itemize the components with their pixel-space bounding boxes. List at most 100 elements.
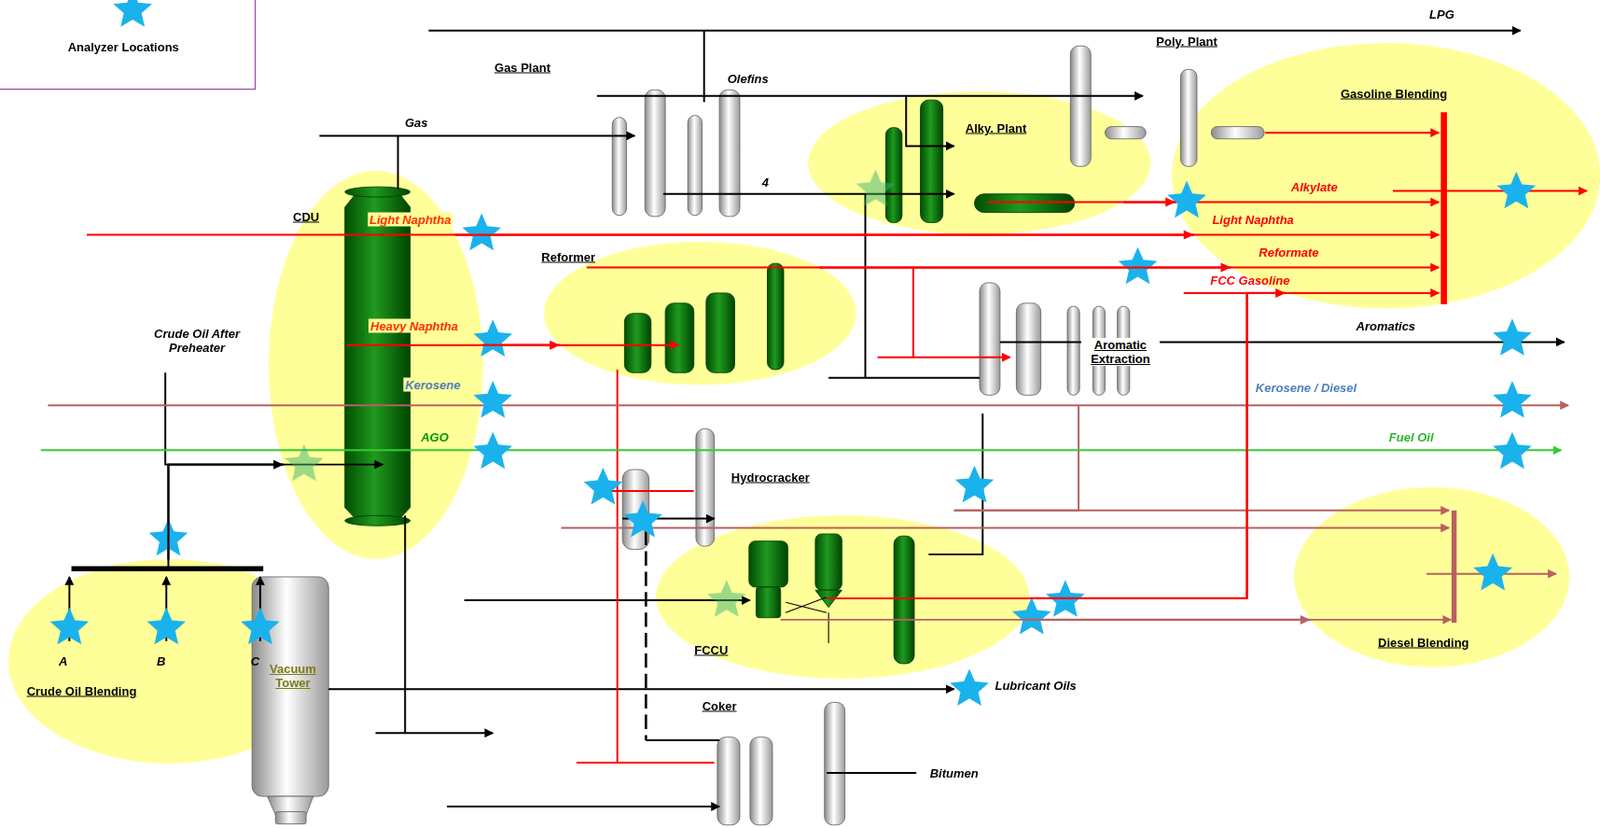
- vessel: [612, 117, 627, 216]
- analyzer-star: [1118, 247, 1158, 285]
- stream-label: Gas: [404, 115, 429, 130]
- stream-label: Poly. Plant: [1155, 33, 1218, 48]
- region-outline: [1171, 42, 1600, 308]
- vessel: [1067, 306, 1080, 395]
- stream-label: Reformate: [1258, 245, 1319, 260]
- stream-label: Light Naphtha: [367, 212, 453, 227]
- legend-box: Analyzer Locations: [0, 0, 256, 90]
- vessel: [1180, 69, 1197, 167]
- stream-line: [1265, 131, 1439, 134]
- region-outline: [543, 241, 857, 385]
- stream-line: [41, 448, 1562, 451]
- connector-line: [168, 464, 285, 560]
- analyzer-star: [1492, 318, 1532, 356]
- connector-line: [1022, 618, 1311, 621]
- region-ellipse: [807, 91, 1152, 235]
- stream-label: LPG: [1429, 7, 1455, 22]
- stream-line: [428, 29, 1520, 32]
- region-outline: [807, 91, 1152, 235]
- region-ellipse: [543, 241, 857, 385]
- unit-region: Alky. Plant: [807, 91, 1152, 235]
- legend-text: Analyzer Locations: [68, 40, 180, 55]
- unit-label: Alky. Plant: [965, 120, 1028, 135]
- vessel: [893, 535, 915, 664]
- stream-connector: [455, 230, 1195, 240]
- unit-label: Crude Oil Blending: [27, 683, 138, 698]
- stream-line: [1451, 510, 1457, 623]
- stream-line: [1440, 111, 1447, 305]
- analyzer-star: [461, 213, 501, 251]
- unit-region: CDU: [268, 170, 484, 559]
- unit-label: Diesel Blending: [1377, 634, 1470, 649]
- vessel: [885, 127, 903, 223]
- stream-label: Coker: [702, 697, 738, 712]
- stream-label: Bitumen: [930, 765, 979, 780]
- unit-region: FCCU: [655, 514, 1030, 679]
- unit-region: Diesel Blending: [1293, 486, 1570, 668]
- stream-line: [41, 448, 1562, 451]
- stream-line: [864, 194, 867, 378]
- analyzer-star: [623, 500, 663, 538]
- vessel: [345, 186, 411, 197]
- stream-line: [954, 509, 1449, 512]
- stream-line: [446, 805, 720, 807]
- stream-label: Alkylate: [1291, 180, 1338, 195]
- region-ellipse: [655, 514, 1030, 679]
- stream-line: [347, 344, 679, 347]
- analyzer-star: [1492, 431, 1532, 470]
- stream-label: Heavy Naphtha: [368, 318, 460, 333]
- arrow-head: [1165, 197, 1176, 208]
- vessel: [687, 115, 702, 216]
- stream-label: Aromatic Extraction: [1081, 337, 1160, 366]
- vessel: [665, 303, 695, 373]
- connector-line: [455, 234, 1195, 237]
- vessel: [251, 45, 1265, 825]
- region-ellipse: [1293, 486, 1570, 668]
- stream-label: Kerosene / Diesel: [1255, 379, 1357, 394]
- vessel: [815, 533, 842, 590]
- stream-line: [375, 731, 494, 734]
- stream-label: FCC Gasoline: [1210, 272, 1290, 287]
- connector-line: [1029, 292, 1287, 599]
- region-outline: [8, 558, 329, 764]
- vessel: [750, 737, 773, 825]
- stream-line: [397, 135, 400, 189]
- analyzer-star: [112, 0, 153, 28]
- stream-line: [586, 266, 1439, 269]
- stream-connector: [1029, 288, 1287, 599]
- stream-label: Vacuum Tower: [264, 661, 321, 690]
- unit-label: CDU: [292, 208, 320, 223]
- stream-line: [319, 134, 635, 137]
- stream-line: [987, 201, 1439, 204]
- stream-label: Gas Plant: [494, 60, 551, 75]
- vessel: [749, 541, 789, 587]
- stream-line: [328, 687, 954, 690]
- analyzer-star: [584, 467, 624, 505]
- stream-line: [954, 404, 1079, 511]
- analyzer-star: [1492, 380, 1532, 418]
- stream-line: [86, 234, 1439, 237]
- stream-connector: [168, 459, 285, 560]
- stream-line: [780, 618, 1452, 621]
- unit-label: Gasoline Blending: [1340, 85, 1447, 100]
- vessel: [755, 586, 780, 618]
- stream-label: A: [58, 653, 68, 668]
- region-ellipse: [1171, 42, 1600, 308]
- vessel: [920, 99, 944, 223]
- stream-label: B: [156, 653, 166, 668]
- region-ellipse: [268, 170, 484, 559]
- vessel: [706, 292, 736, 373]
- stream-line: [645, 738, 720, 741]
- unit-region: Gasoline Blending: [1171, 42, 1600, 308]
- stream-line: [1392, 190, 1587, 193]
- stream-label: Crude Oil After Preheater: [144, 326, 250, 355]
- region-outline: [268, 170, 484, 559]
- arrow-head: [273, 459, 284, 470]
- vessel: [717, 737, 740, 825]
- vessel: [979, 282, 1001, 395]
- stream-label: Olefins: [727, 71, 769, 86]
- unit-label: FCCU: [694, 641, 728, 656]
- vessel: [251, 576, 329, 796]
